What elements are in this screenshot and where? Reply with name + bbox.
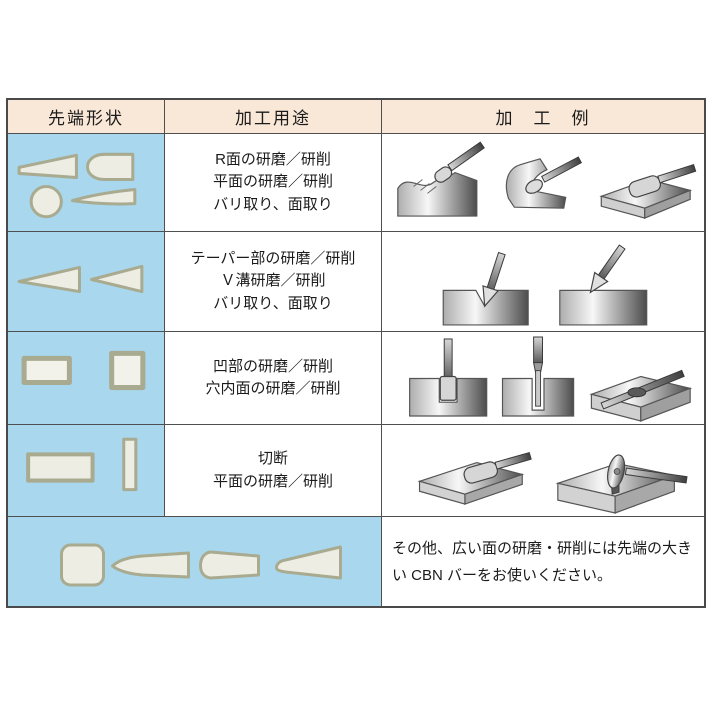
large-barrel-tip-icon: [60, 543, 105, 587]
short-cone-tip-icon: [90, 264, 144, 294]
application-line: R面の研磨／研削: [215, 150, 331, 168]
thin-blade-tip-icon: [122, 437, 138, 492]
row1-example-cell: [382, 134, 704, 232]
flat-slab-tip-icon: [26, 452, 95, 483]
r-surface-grinding-illustration: [397, 141, 485, 217]
header-tip-shape: 先端形状: [8, 100, 165, 134]
application-line: Ｖ溝研磨／研削: [220, 272, 326, 290]
application-line: 平面の研磨／研削: [212, 173, 333, 191]
pointed-tip-icon: [70, 188, 137, 206]
row4-application-cell: 切断 平面の研磨／研削: [165, 425, 382, 517]
footer-note-cell: その他、広い面の研磨・研削には先端の大きい CBN バーをお使いください。: [382, 517, 704, 606]
header-application: 加工用途: [165, 100, 382, 134]
row3-tip-shapes-cell: [8, 332, 165, 425]
cutoff-disc-cutting-illustration: [555, 454, 688, 514]
row1-tip-shapes-cell: [8, 134, 165, 232]
row2-tip-shapes-cell: [8, 232, 165, 332]
header-example-label: 加 工 例: [495, 109, 591, 128]
row4-example-cell: [382, 425, 704, 517]
application-line: バリ取り、面取り: [213, 294, 333, 312]
row4-tip-shape-icons: [26, 437, 138, 492]
row2-application-cell: テーパー部の研磨／研削 Ｖ溝研磨／研削 バリ取り、面取り: [165, 232, 382, 332]
row3-example-illustrations: [409, 336, 693, 422]
row3-application-cell: 凹部の研磨／研削 穴内面の研磨／研削: [165, 332, 382, 425]
row1-application-cell: R面の研磨／研削 平面の研磨／研削 バリ取り、面取り: [165, 134, 382, 232]
inner-corner-grinding-illustration: [505, 156, 583, 209]
flat-plate-grinding-illustration: [417, 451, 532, 505]
through-hole-grinding-illustration: [589, 369, 693, 422]
rectangular-frame-tip-icon: [21, 355, 72, 386]
round-taper-tip-icon: [199, 550, 260, 580]
footer-tip-shapes-cell: [8, 517, 382, 606]
header-tip-shape-label: 先端形状: [48, 109, 124, 128]
long-taper-tip-icon: [111, 551, 190, 579]
tapered-flat-tip-icon: [17, 153, 78, 179]
round-nose-tip-icon: [85, 152, 135, 181]
row3-example-cell: [382, 332, 704, 425]
recess-grinding-illustration: [409, 338, 488, 417]
application-line: 平面の研磨／研削: [212, 472, 333, 490]
row1-example-illustrations: [397, 141, 697, 219]
header-example: 加 工 例: [382, 100, 704, 134]
row2-example-illustrations: [442, 244, 648, 326]
row2-example-cell: [382, 232, 704, 332]
application-line: バリ取り、面取り: [213, 195, 333, 213]
hole-inner-grinding-illustration: [501, 336, 575, 417]
row4-example-illustrations: [417, 451, 688, 514]
row2-tip-shape-icons: [17, 264, 144, 294]
row1-tip-shape-icons: [17, 152, 137, 219]
ball-tip-icon: [29, 185, 63, 219]
row3-tip-shape-icons: [21, 350, 146, 391]
footer-tip-shape-icons: [60, 543, 342, 587]
wide-taper-tip-icon: [275, 545, 342, 580]
long-cone-tip-icon: [17, 265, 81, 294]
application-line: 穴内面の研磨／研削: [205, 380, 341, 397]
header-application-label: 加工用途: [235, 109, 311, 128]
square-tip-icon: [109, 350, 146, 391]
application-line: 切断: [257, 450, 288, 467]
v-groove-grinding-illustration: [442, 251, 529, 326]
application-line: テーパー部の研磨／研削: [190, 249, 356, 267]
footer-note-text: その他、広い面の研磨・研削には先端の大きい CBN バーをお使いください。: [392, 539, 693, 584]
row4-tip-shapes-cell: [8, 425, 165, 517]
edge-chamfer-grinding-illustration: [559, 244, 648, 326]
application-line: 凹部の研磨／研削: [212, 357, 333, 375]
flat-surface-grinding-illustration: [599, 164, 697, 219]
tip-shape-application-table: 先端形状 加工用途 加 工 例 R面の研磨／研削 平面の研磨／研削 バリ取り、面…: [6, 98, 706, 608]
